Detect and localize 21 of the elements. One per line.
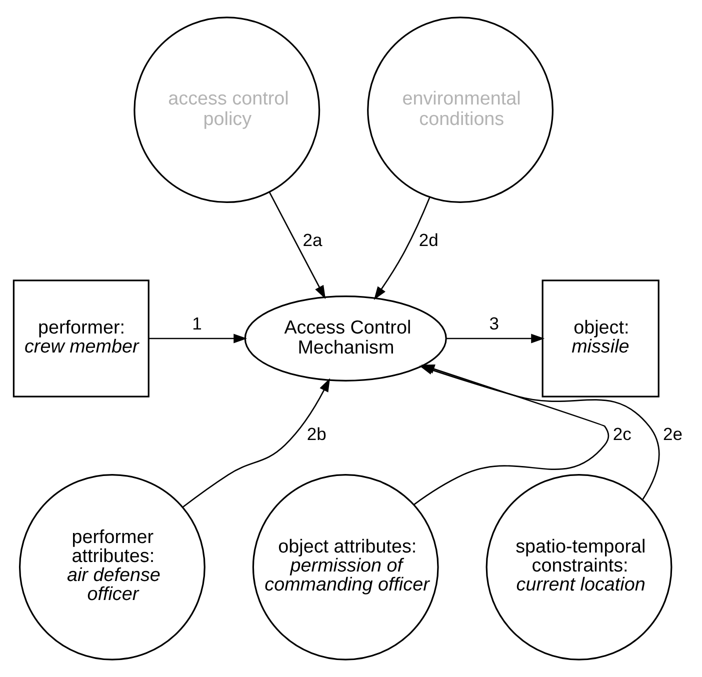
arrow <box>148 334 248 344</box>
edge-label: 2d <box>418 230 438 250</box>
node-circle: spatio-temporal constraints: current location <box>486 474 672 660</box>
edge-label: 2b <box>306 424 326 444</box>
arrow <box>268 192 326 300</box>
arrow <box>374 196 430 300</box>
node-ellipse: Access Control Mechanism <box>244 296 447 382</box>
edge-label: 1 <box>192 314 202 334</box>
arrow <box>182 378 330 508</box>
arrow <box>419 366 660 500</box>
node-box: performer: crew member <box>12 280 150 398</box>
node-circle: environmental conditions <box>367 16 554 204</box>
arrow <box>446 334 545 344</box>
edge-label: 3 <box>489 314 500 334</box>
node-circle: object attributes: permission of commanding officer <box>252 474 439 660</box>
edge-label: 2e <box>663 424 683 444</box>
node-box: object: missile <box>542 280 660 398</box>
edge-label: 2c <box>612 424 632 444</box>
edge-label: 2a <box>302 230 322 250</box>
node-circle: access control policy <box>134 16 320 204</box>
node-circle: performer attributes: air defense officer <box>18 474 206 660</box>
